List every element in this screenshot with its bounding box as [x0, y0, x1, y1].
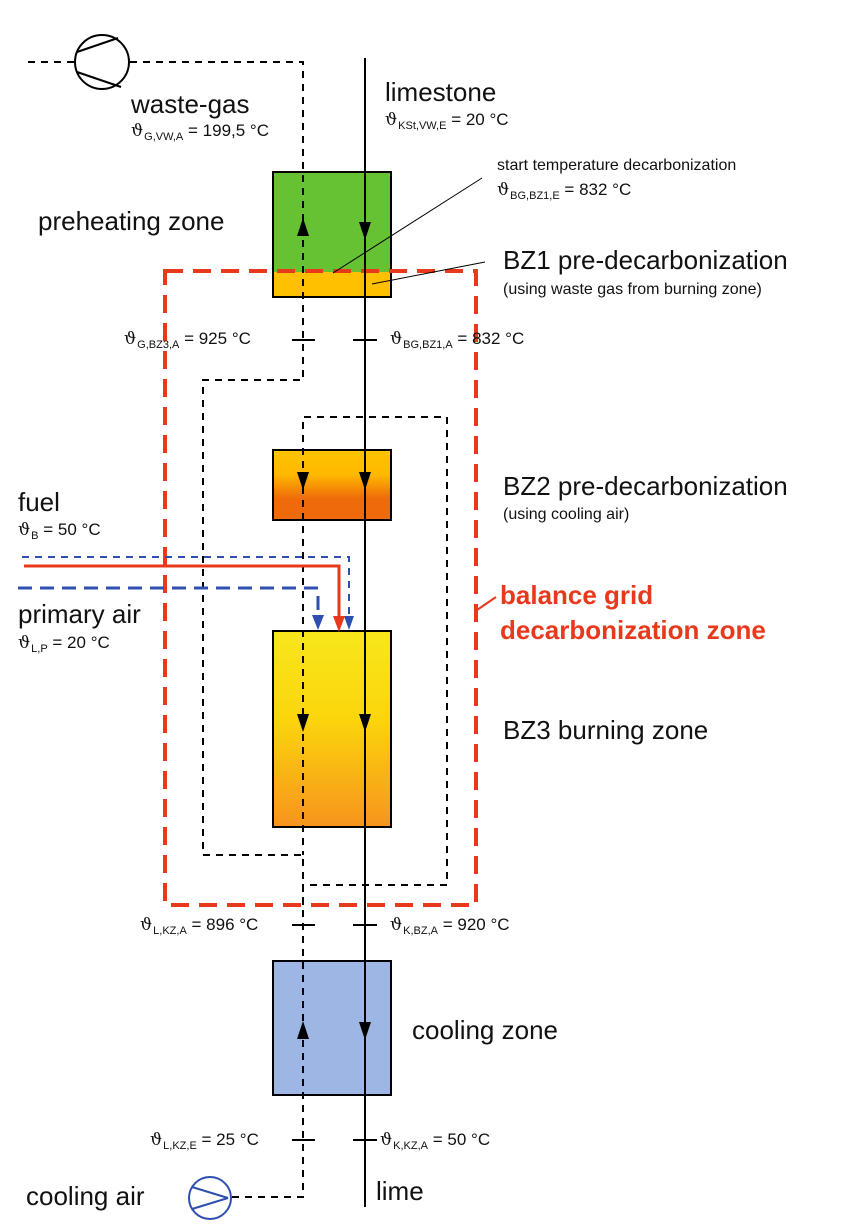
start-temp-value: ϑBG,BZ1,E = 832 °C: [497, 180, 632, 202]
waste-gas-fan-icon[interactable]: [74, 34, 130, 90]
arrow-down-bz2-gas: [297, 472, 309, 490]
primary-air-label: primary air: [18, 599, 141, 629]
bz3-label: BZ3 burning zone: [503, 715, 709, 745]
arrow-up-cooling-air: [297, 1021, 309, 1039]
waste-gas-label: waste-gas: [131, 89, 250, 119]
arrow-primary-air-right: [344, 616, 354, 630]
lime-label: lime: [376, 1176, 424, 1206]
start-temp-label: start temperature decarbonization: [497, 157, 737, 174]
bz2-box: [272, 449, 392, 521]
bz1-band: [273, 272, 391, 297]
primary-air-path-upper: [22, 556, 350, 618]
cooling-air-path: [232, 416, 448, 1198]
primary-air-temp: ϑL,P = 20 °C: [18, 633, 110, 655]
bz3-box: [272, 630, 392, 828]
arrow-down-bz2-material: [359, 472, 371, 490]
balance-grid-boundary: [163, 269, 478, 907]
arrow-down-bz3-gas: [297, 714, 309, 732]
flow-arrows: [297, 218, 371, 1040]
waste-gas-path: [28, 61, 304, 905]
fuel-temp: ϑB = 50 °C: [18, 520, 101, 542]
temp-bg-bz1-a: ϑBG,BZ1,A = 832 °C: [390, 329, 525, 351]
cooling-air-label: cooling air: [26, 1181, 145, 1211]
balance-grid-pointer: [476, 596, 497, 611]
measurement-ticks: [292, 339, 377, 1141]
balance-grid-label-line1: balance grid: [500, 580, 654, 610]
arrow-down-bz3-material: [359, 714, 371, 732]
bz2-label: BZ2 pre-decarbonization: [503, 471, 788, 501]
bz1-leader: [371, 261, 486, 285]
bz2-note: (using cooling air): [503, 506, 630, 523]
primary-air-path-lower: [18, 586, 320, 616]
bz1-label: BZ1 pre-decarbonization: [503, 245, 788, 275]
cooling-air-fan-icon[interactable]: [188, 1176, 232, 1220]
temp-l-kz-e: ϑL,KZ,E = 25 °C: [150, 1130, 259, 1152]
temp-l-kz-a: ϑL,KZ,A = 896 °C: [140, 915, 259, 937]
fuel-path: [24, 564, 341, 617]
cooling-zone-box: [272, 960, 392, 1096]
waste-gas-temp: ϑG,VW,A = 199,5 °C: [131, 121, 270, 143]
temp-k-kz-a: ϑK,KZ,A = 50 °C: [380, 1130, 491, 1152]
preheating-zone-label: preheating zone: [38, 206, 225, 236]
temp-k-bz-a: ϑK,BZ,A = 920 °C: [390, 915, 510, 937]
limestone-label: limestone: [385, 77, 497, 107]
temp-g-bz3-a: ϑG,BZ3,A = 925 °C: [124, 329, 251, 351]
balance-grid-label-line2: decarbonization zone: [500, 615, 766, 645]
fuel-label: fuel: [18, 487, 60, 517]
arrow-fuel: [333, 616, 345, 632]
limestone-temp: ϑKSt,VW,E = 20 °C: [385, 110, 509, 132]
bz1-note: (using waste gas from burning zone): [503, 281, 762, 298]
arrow-down-cooling-material: [359, 1022, 371, 1040]
arrow-down-preheating-material: [359, 222, 371, 240]
cooling-zone-label: cooling zone: [412, 1015, 558, 1045]
preheating-zone-box: [273, 172, 391, 272]
arrow-primary-air-left: [312, 615, 324, 630]
start-temp-leader: [332, 177, 483, 274]
arrow-up-preheating-gas: [297, 218, 309, 236]
